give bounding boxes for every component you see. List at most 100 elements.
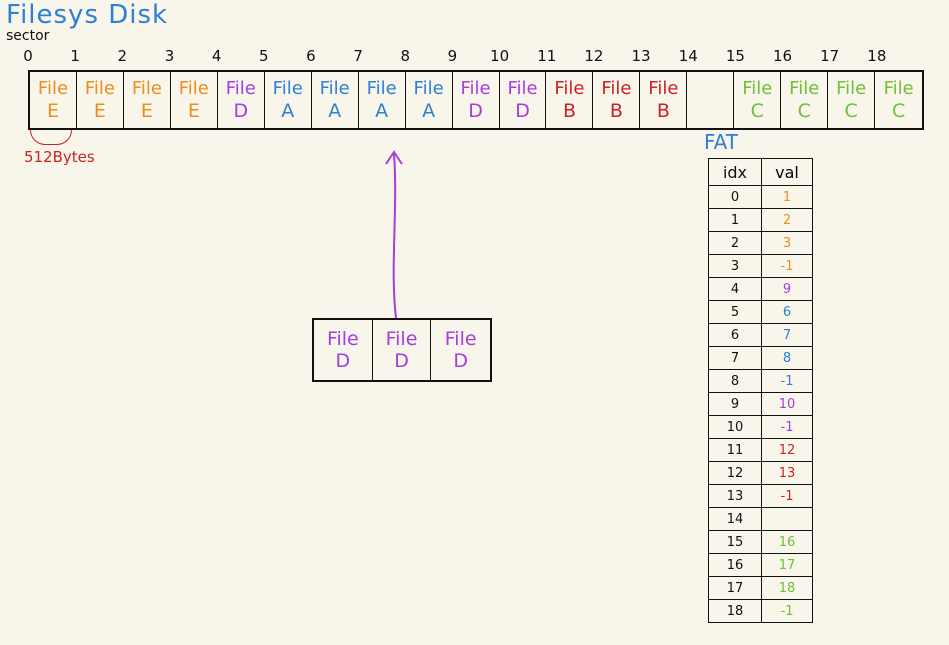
sector-file-id: A <box>422 100 436 122</box>
fat-row: 14 <box>708 507 813 531</box>
sector-number: 4 <box>211 47 222 65</box>
fat-val-cell: 9 <box>761 277 813 301</box>
sector-file-label: File <box>460 78 491 99</box>
sector-number: 16 <box>772 47 793 65</box>
sector-file-label: File <box>742 78 773 99</box>
sector-number: 7 <box>353 47 363 65</box>
sector-file-id: C <box>844 100 858 122</box>
sector-file-id: B <box>562 100 576 122</box>
fat-idx-cell: 6 <box>708 323 762 347</box>
fat-val-cell: -1 <box>761 254 813 278</box>
fat-val-cell: 12 <box>761 438 813 462</box>
sector-file-label: File <box>84 78 115 99</box>
fat-idx-cell: 15 <box>708 530 762 554</box>
sector-file-id: B <box>609 100 623 122</box>
sector-number: 12 <box>584 47 604 65</box>
fat-val-cell: 17 <box>761 553 813 577</box>
fat-idx-cell: 0 <box>708 185 762 209</box>
fat-idx-cell: 17 <box>708 576 762 600</box>
sector-file-label: File <box>178 78 209 99</box>
block-file-label: File <box>385 328 418 350</box>
fat-idx-cell: 10 <box>708 415 762 439</box>
sector-number: 10 <box>490 47 510 65</box>
fat-row: 3-1 <box>708 254 813 278</box>
fat-idx-cell: 11 <box>708 438 762 462</box>
fat-idx-cell: 14 <box>708 507 762 531</box>
sector-file-id: C <box>891 100 906 122</box>
fat-val-cell: 8 <box>761 346 813 370</box>
up-arrow-icon <box>385 150 403 319</box>
sector-file-id: E <box>46 100 59 122</box>
sector-file-label: File <box>554 78 585 99</box>
sector-number: 17 <box>820 47 840 65</box>
fat-val-cell: 1 <box>761 185 813 209</box>
sector-file-id: C <box>797 100 811 122</box>
sector-number: 1 <box>70 47 80 65</box>
sector-file-label: File <box>319 78 350 99</box>
block-file-label: File <box>444 328 477 350</box>
fat-idx-cell: 13 <box>708 484 762 508</box>
diagram-title: Filesys Disk <box>6 0 169 30</box>
sector-number: 6 <box>306 47 316 65</box>
sector-number: 18 <box>867 47 887 65</box>
fat-val-cell: 10 <box>761 392 813 416</box>
sector-file-id: D <box>468 100 483 122</box>
block-file-id: D <box>453 350 468 372</box>
fat-idx-cell: 16 <box>708 553 762 577</box>
sector-file-id: A <box>328 100 342 122</box>
sector-file-id: A <box>375 100 389 122</box>
sector-number: 9 <box>447 47 458 65</box>
fat-val-cell: -1 <box>761 599 813 623</box>
fat-row: 8-1 <box>708 369 813 393</box>
fat-idx-cell: 2 <box>708 231 762 255</box>
sector-file-label: File <box>789 78 820 99</box>
sector-number: 3 <box>164 47 175 65</box>
sector-number: 2 <box>117 47 128 65</box>
fat-header-row: idx val <box>708 158 813 186</box>
fat-val-cell: 6 <box>761 300 813 324</box>
fat-idx-cell: 9 <box>708 392 762 416</box>
sector-file-id: C <box>750 100 764 122</box>
fat-idx-cell: 18 <box>708 599 762 623</box>
fat-row: 13-1 <box>708 484 813 508</box>
sector-file-label: File <box>507 78 538 99</box>
sector-size-label: 512Bytes <box>24 148 95 166</box>
fat-header-val: val <box>761 158 813 186</box>
fat-idx-cell: 5 <box>708 300 762 324</box>
sector-file-label: File <box>366 78 397 99</box>
sector-file-label: File <box>131 78 162 99</box>
fat-idx-cell: 7 <box>708 346 762 370</box>
sector-number: 13 <box>631 47 651 65</box>
fat-val-cell: 13 <box>761 461 813 485</box>
fat-idx-cell: 4 <box>708 277 762 301</box>
sector-label: sector <box>6 28 50 44</box>
sector-number: 0 <box>23 47 33 65</box>
sector-number: 5 <box>259 47 269 65</box>
fat-label: FAT <box>704 130 739 154</box>
fat-row: 18-1 <box>708 599 813 623</box>
sector-file-id: E <box>187 100 200 122</box>
